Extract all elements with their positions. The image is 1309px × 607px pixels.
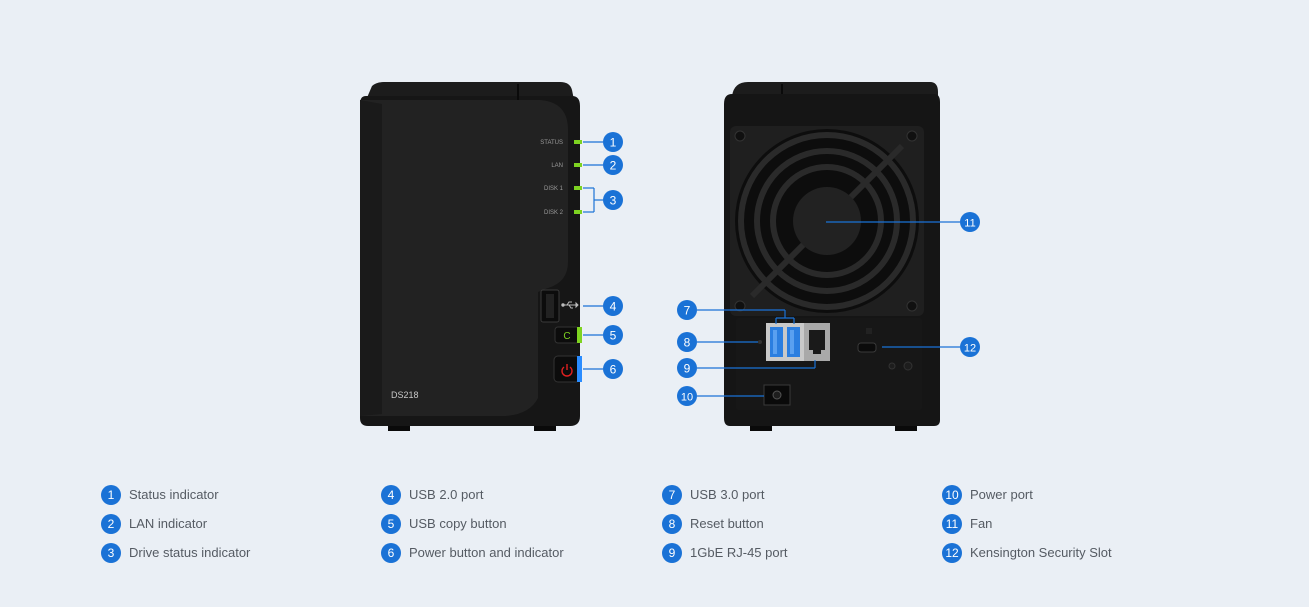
legend-item-2: 2 LAN indicator <box>101 509 371 538</box>
led-copy <box>577 327 582 343</box>
led-label-disk1: DISK 1 <box>544 186 564 192</box>
led-label-lan: LAN <box>551 163 563 169</box>
legend-column-2: 4 USB 2.0 port 5 USB copy button 6 Power… <box>381 480 651 567</box>
callout-badge-9: 9 <box>677 358 697 378</box>
svg-text:5: 5 <box>610 329 617 343</box>
svg-text:1: 1 <box>610 136 617 150</box>
callout-badge-4: 4 <box>603 296 623 316</box>
led-lan <box>574 163 582 167</box>
kensington-slot <box>857 342 877 353</box>
reset-button <box>758 340 762 344</box>
legend-item-9: 9 1GbE RJ-45 port <box>662 538 932 567</box>
legend-item-3: 3 Drive status indicator <box>101 538 371 567</box>
legend-number: 12 <box>942 542 962 563</box>
svg-text:2: 2 <box>610 159 617 173</box>
legend-text: LAN indicator <box>129 516 208 531</box>
legend-text: Status indicator <box>129 487 219 502</box>
product-diagram: STATUS LAN DISK 1 DISK 2 C DS218 <box>360 82 980 431</box>
svg-text:8: 8 <box>684 336 691 350</box>
legend-text: 1GbE RJ-45 port <box>690 545 788 560</box>
legend-column-3: 7 USB 3.0 port 8 Reset button 9 1GbE RJ-… <box>662 480 932 567</box>
callout-badge-12: 12 <box>960 337 980 357</box>
legend-item-11: 11 Fan <box>942 509 1212 538</box>
rear-view <box>724 82 940 431</box>
legend-number: 2 <box>101 513 121 534</box>
legend-item-4: 4 USB 2.0 port <box>381 480 651 509</box>
callout-badge-11: 11 <box>960 212 980 232</box>
svg-text:6: 6 <box>610 363 617 377</box>
legend-text: Reset button <box>690 516 764 531</box>
legend-text: Fan <box>970 516 993 531</box>
legend-text: Power button and indicator <box>409 545 564 560</box>
svg-text:9: 9 <box>684 362 691 376</box>
legend-item-8: 8 Reset button <box>662 509 932 538</box>
led-label-disk2: DISK 2 <box>544 210 564 216</box>
svg-text:10: 10 <box>681 392 693 404</box>
callout-badge-5: 5 <box>603 325 623 345</box>
callout-badge-6: 6 <box>603 359 623 379</box>
legend-number: 1 <box>101 484 121 505</box>
legend-item-6: 6 Power button and indicator <box>381 538 651 567</box>
legend-column-4: 10 Power port 11 Fan 12 Kensington Secur… <box>942 480 1212 567</box>
model-name: DS218 <box>391 390 419 400</box>
legend-item-5: 5 USB copy button <box>381 509 651 538</box>
callout-badge-10: 10 <box>677 386 697 406</box>
led-label-status: STATUS <box>540 140 563 146</box>
legend-number: 5 <box>381 513 401 534</box>
legend-number: 6 <box>381 542 401 563</box>
svg-text:4: 4 <box>610 300 617 314</box>
legend-number: 7 <box>662 484 682 505</box>
svg-text:7: 7 <box>684 304 691 318</box>
legend-column-1: 1 Status indicator 2 LAN indicator 3 Dri… <box>101 480 371 567</box>
legend: 1 Status indicator 2 LAN indicator 3 Dri… <box>0 480 1309 590</box>
svg-text:11: 11 <box>964 218 975 230</box>
legend-text: USB 2.0 port <box>409 487 484 502</box>
callout-lines <box>583 141 960 397</box>
legend-number: 8 <box>662 513 682 534</box>
fan-grille <box>730 126 924 316</box>
led-power <box>577 356 582 382</box>
callout-badge-1: 1 <box>603 132 623 152</box>
power-icon <box>561 364 573 377</box>
legend-item-1: 1 Status indicator <box>101 480 371 509</box>
legend-number: 11 <box>942 513 962 534</box>
front-view: STATUS LAN DISK 1 DISK 2 C DS218 <box>360 82 582 431</box>
led-disk1 <box>574 186 582 190</box>
legend-number: 10 <box>942 484 962 505</box>
legend-text: Drive status indicator <box>129 545 251 560</box>
callout-badge-8: 8 <box>677 332 697 352</box>
legend-text: USB 3.0 port <box>690 487 765 502</box>
callout-badge-7: 7 <box>677 300 697 320</box>
legend-item-12: 12 Kensington Security Slot <box>942 538 1212 567</box>
legend-number: 3 <box>101 542 121 563</box>
legend-item-10: 10 Power port <box>942 480 1212 509</box>
led-status <box>574 140 582 144</box>
callout-badge-3: 3 <box>603 190 623 210</box>
usb-symbol-icon <box>561 301 579 309</box>
svg-text:3: 3 <box>610 194 617 208</box>
copy-button-glyph: C <box>563 331 570 342</box>
legend-item-7: 7 USB 3.0 port <box>662 480 932 509</box>
legend-number: 9 <box>662 542 682 563</box>
led-disk2 <box>574 210 582 214</box>
legend-number: 4 <box>381 484 401 505</box>
svg-text:12: 12 <box>964 343 976 355</box>
legend-text: Kensington Security Slot <box>970 545 1112 560</box>
fan-hub <box>793 187 861 255</box>
legend-text: Power port <box>970 487 1033 502</box>
legend-text: USB copy button <box>409 516 507 531</box>
callout-badge-2: 2 <box>603 155 623 175</box>
